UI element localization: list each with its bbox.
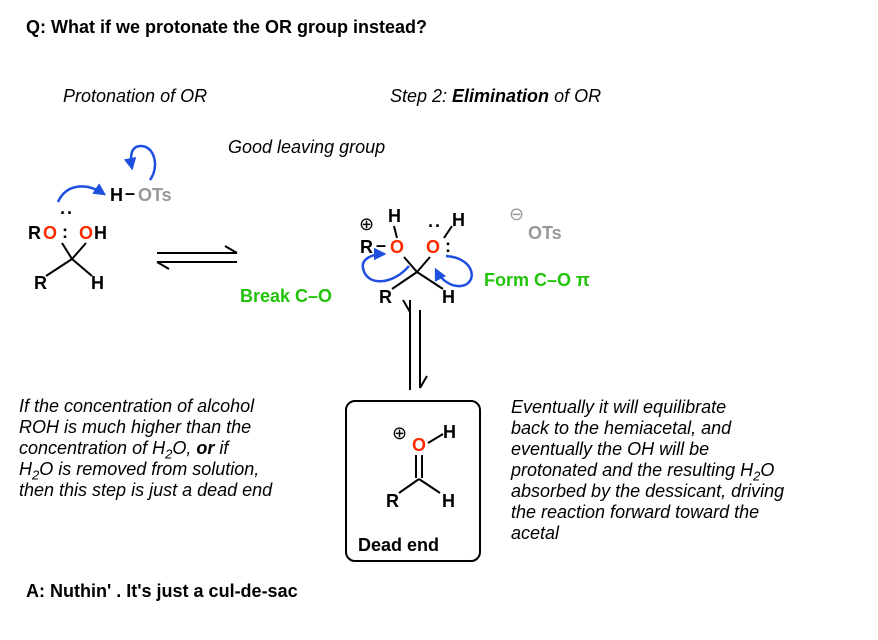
left-explanation-run: If the concentration of alcohol ROH is m…	[19, 396, 255, 458]
break-co-label: Break C–O	[240, 286, 333, 306]
reactant-r-bottom: R	[34, 273, 47, 293]
tsoh-ots: OTs	[138, 185, 172, 205]
intermediate-h-top: H	[388, 206, 401, 226]
vertical-equilibrium-down-head	[419, 375, 428, 389]
arrow-form-co-pi	[434, 254, 473, 288]
intermediate-bond-o-h	[393, 225, 398, 239]
intermediate-o-right: O	[426, 237, 441, 257]
left-explanation-run: 2	[165, 446, 173, 462]
right-explanation: Eventually it will equilibrate back to t…	[511, 397, 784, 544]
intermediate-bond-o-c	[403, 256, 418, 273]
good-leaving-group-label: Good leaving group	[228, 137, 386, 157]
dead-end-box	[345, 400, 481, 562]
left-explanation-run: 2	[32, 467, 40, 483]
oxocarbenium-r: R	[386, 491, 399, 511]
right-explanation-run: 2	[753, 468, 761, 484]
vertical-equilibrium-up-head	[402, 299, 411, 313]
intermediate-h-bottom: H	[442, 287, 455, 307]
reactant-bond-oh-c	[71, 242, 87, 260]
left-explanation-run: O,	[172, 438, 197, 458]
intermediate-bond-c-h	[416, 271, 444, 290]
reactant-bond-c-h	[71, 258, 93, 277]
oxocarbenium-bond-o-h	[427, 433, 444, 444]
intermediate-colon: :	[445, 236, 451, 256]
step2-prefix: Step 2:	[390, 86, 453, 106]
dead-end-label: Dead end	[358, 535, 440, 555]
oxocarbenium-h-bottom: H	[442, 491, 455, 511]
intermediate-r: R	[360, 237, 373, 257]
step2-suffix: of OR	[549, 86, 602, 106]
right-explanation-run: O absorbed by the dessicant, driving the…	[511, 460, 785, 543]
oxocarbenium-bond-c-h	[418, 478, 441, 494]
reactant-bond-c-r	[45, 258, 73, 277]
left-explanation-run: O is removed from solution, then this st…	[19, 459, 273, 500]
arrow-h-ots-bond	[123, 144, 157, 181]
left-explanation-run: if H	[19, 438, 229, 479]
intermediate-r-bottom: R	[379, 287, 392, 307]
arrow-lone-pair-to-h	[56, 183, 107, 203]
step2-bold: Elimination	[452, 86, 550, 106]
intermediate-h-right: H	[452, 210, 465, 230]
intermediate-plus-charge: ⊕	[359, 214, 375, 234]
reactant-bond-o-c	[61, 242, 73, 260]
arrow-break-co	[361, 247, 410, 283]
answer-heading: A: Nuthin' . It's just a cul-de-sac	[26, 581, 298, 601]
tsoh-h: H	[110, 185, 123, 205]
intermediate-bond-c-r	[391, 271, 418, 290]
oxocarbenium-o: O	[412, 435, 427, 455]
intermediate-bond-o2-c	[416, 256, 431, 273]
reactant-o-left: O	[43, 223, 58, 243]
reactant-lone-pair-dots: ··	[60, 203, 74, 223]
reactant-h-bottom: H	[91, 273, 104, 293]
form-co-pi-label: Form C–O π	[484, 270, 590, 290]
oxocarbenium-bond-c-r	[398, 478, 420, 494]
intermediate-r-bond: –	[376, 235, 387, 255]
step2-label: Step 2: Elimination of OR	[390, 87, 601, 105]
reactant-r-left: R	[28, 223, 41, 243]
intermediate-bond-o-h-right	[443, 225, 453, 239]
oxocarbenium-h-top: H	[443, 422, 456, 442]
oxocarbenium-plus-charge: ⊕	[392, 423, 408, 443]
left-explanation-run: or	[196, 438, 215, 458]
right-explanation-run: Eventually it will equilibrate back to t…	[511, 397, 754, 480]
intermediate-o-left: O	[390, 237, 405, 257]
tsoh-bond: –	[125, 183, 136, 203]
ots-minus-charge: ⊖	[509, 204, 525, 224]
equilibrium-reverse-head	[156, 261, 170, 270]
ots-counterion: OTs	[528, 223, 562, 243]
reactant-oh-o: O	[79, 223, 94, 243]
question-heading: Q: What if we protonate the OR group ins…	[26, 17, 427, 37]
intermediate-lone-pair-dots: ··	[428, 216, 442, 236]
reactant-oh-h: H	[94, 223, 107, 243]
left-explanation: If the concentration of alcohol ROH is m…	[19, 396, 272, 501]
protonation-label: Protonation of OR	[63, 86, 208, 106]
equilibrium-forward-head	[224, 245, 238, 254]
reactant-lone-pair: :	[62, 222, 68, 242]
